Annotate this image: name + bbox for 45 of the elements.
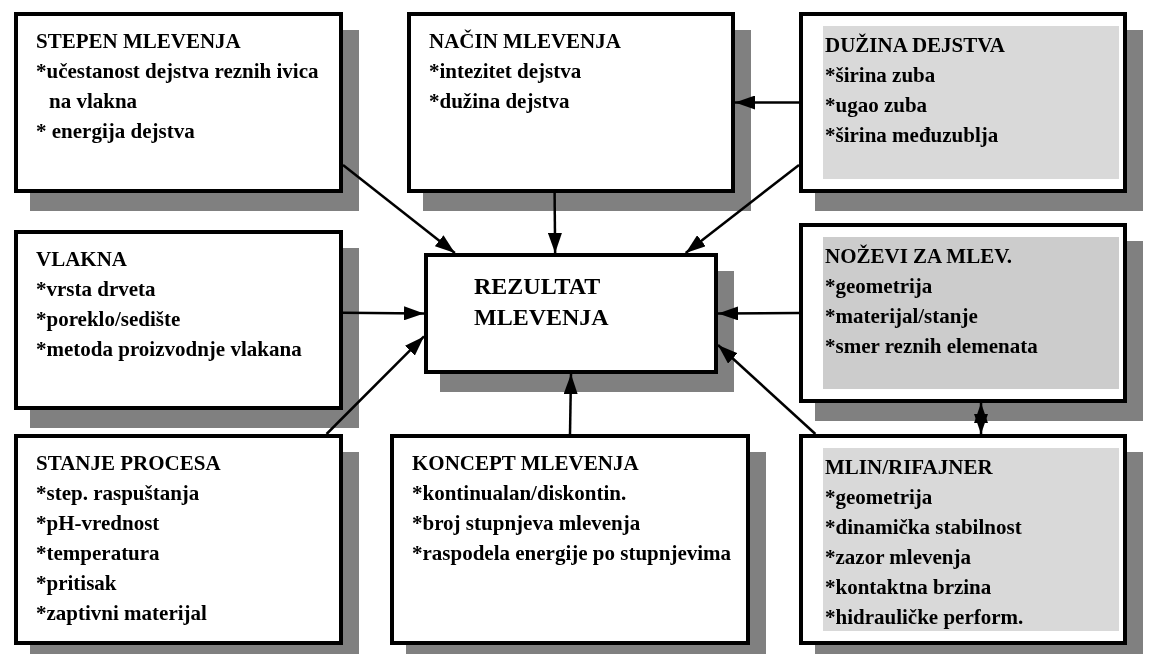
list-item: *materijal/stanje xyxy=(825,303,979,330)
box-heading: NOŽEVI ZA MLEV. xyxy=(825,243,1013,270)
list-item: *hidrauličke perform. xyxy=(825,604,1025,631)
list-item: *metoda proizvodnje vlakana xyxy=(36,336,303,363)
list-item: * energija dejstva xyxy=(36,118,196,145)
list-item: *vrsta drveta xyxy=(36,276,157,303)
box-heading: DUŽINA DEJSTVA xyxy=(825,32,1006,59)
list-item: *raspodela energije po stupnjevima xyxy=(412,540,733,567)
box-heading: STEPEN MLEVENJA xyxy=(36,28,242,55)
box-heading: VLAKNA xyxy=(36,246,128,273)
list-item: *širina međuzublja xyxy=(825,122,1000,149)
list-item: *kontinualan/diskontin. xyxy=(412,480,628,507)
list-item: *poreklo/sedište xyxy=(36,306,182,333)
box-heading: REZULTAT MLEVENJA xyxy=(474,272,610,332)
list-item: *širina zuba xyxy=(825,62,937,89)
list-item: *pritisak xyxy=(36,570,118,597)
list-item: *kontaktna brzina xyxy=(825,574,993,601)
arrow xyxy=(547,193,562,253)
list-item: *intezitet dejstva xyxy=(429,58,583,85)
arrow xyxy=(325,335,425,435)
box-heading: KONCEPT MLEVENJA xyxy=(412,450,640,477)
arrow xyxy=(684,163,800,254)
box-heading: MLIN/RIFAJNER xyxy=(825,454,994,481)
arrow xyxy=(343,306,424,321)
arrow xyxy=(735,95,799,110)
list-item: *smer reznih elemenata xyxy=(825,333,1039,360)
list-item: *ugao zuba xyxy=(825,92,929,119)
arrow xyxy=(342,163,456,254)
list-item: *zaptivni materijal xyxy=(36,600,208,627)
arrow xyxy=(563,373,578,435)
list-item: *dužina dejstva xyxy=(429,88,571,115)
list-item: *geometrija xyxy=(825,484,934,511)
arrow xyxy=(718,306,799,321)
box-heading: STANJE PROCESA xyxy=(36,450,222,477)
arrow xyxy=(717,344,817,435)
list-item: *broj stupnjeva mlevenja xyxy=(412,510,642,537)
list-item: *zazor mlevenja xyxy=(825,544,972,571)
list-item: *geometrija xyxy=(825,273,934,300)
list-item: *učestanost dejstva reznih ivica na vlakna xyxy=(36,58,320,115)
list-item: *step. raspuštanja xyxy=(36,480,201,507)
list-item: *dinamička stabilnost xyxy=(825,514,1023,541)
arrow xyxy=(974,403,989,434)
list-item: *pH-vrednost xyxy=(36,510,161,537)
box-heading: NAČIN MLEVENJA xyxy=(429,28,622,55)
list-item: *temperatura xyxy=(36,540,161,567)
